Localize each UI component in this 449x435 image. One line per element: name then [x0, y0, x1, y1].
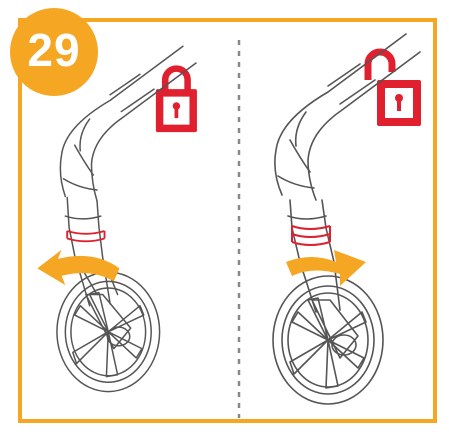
step-badge — [10, 8, 98, 96]
step-number: 29 — [27, 24, 81, 76]
stroller-frame-line-art — [272, 33, 421, 405]
rotate-arrow-counter-clockwise — [37, 249, 120, 286]
panel-left-locked — [37, 45, 197, 393]
locking-collar-band — [291, 225, 331, 246]
panel-right-unlocked — [272, 33, 421, 405]
locking-collar-band — [66, 230, 106, 243]
rotate-arrow-clockwise — [286, 250, 366, 286]
padlock-open-icon — [364, 48, 421, 126]
stroller-frame-line-art — [56, 45, 197, 393]
padlock-closed-icon — [155, 65, 197, 133]
frame-border — [18, 18, 437, 423]
